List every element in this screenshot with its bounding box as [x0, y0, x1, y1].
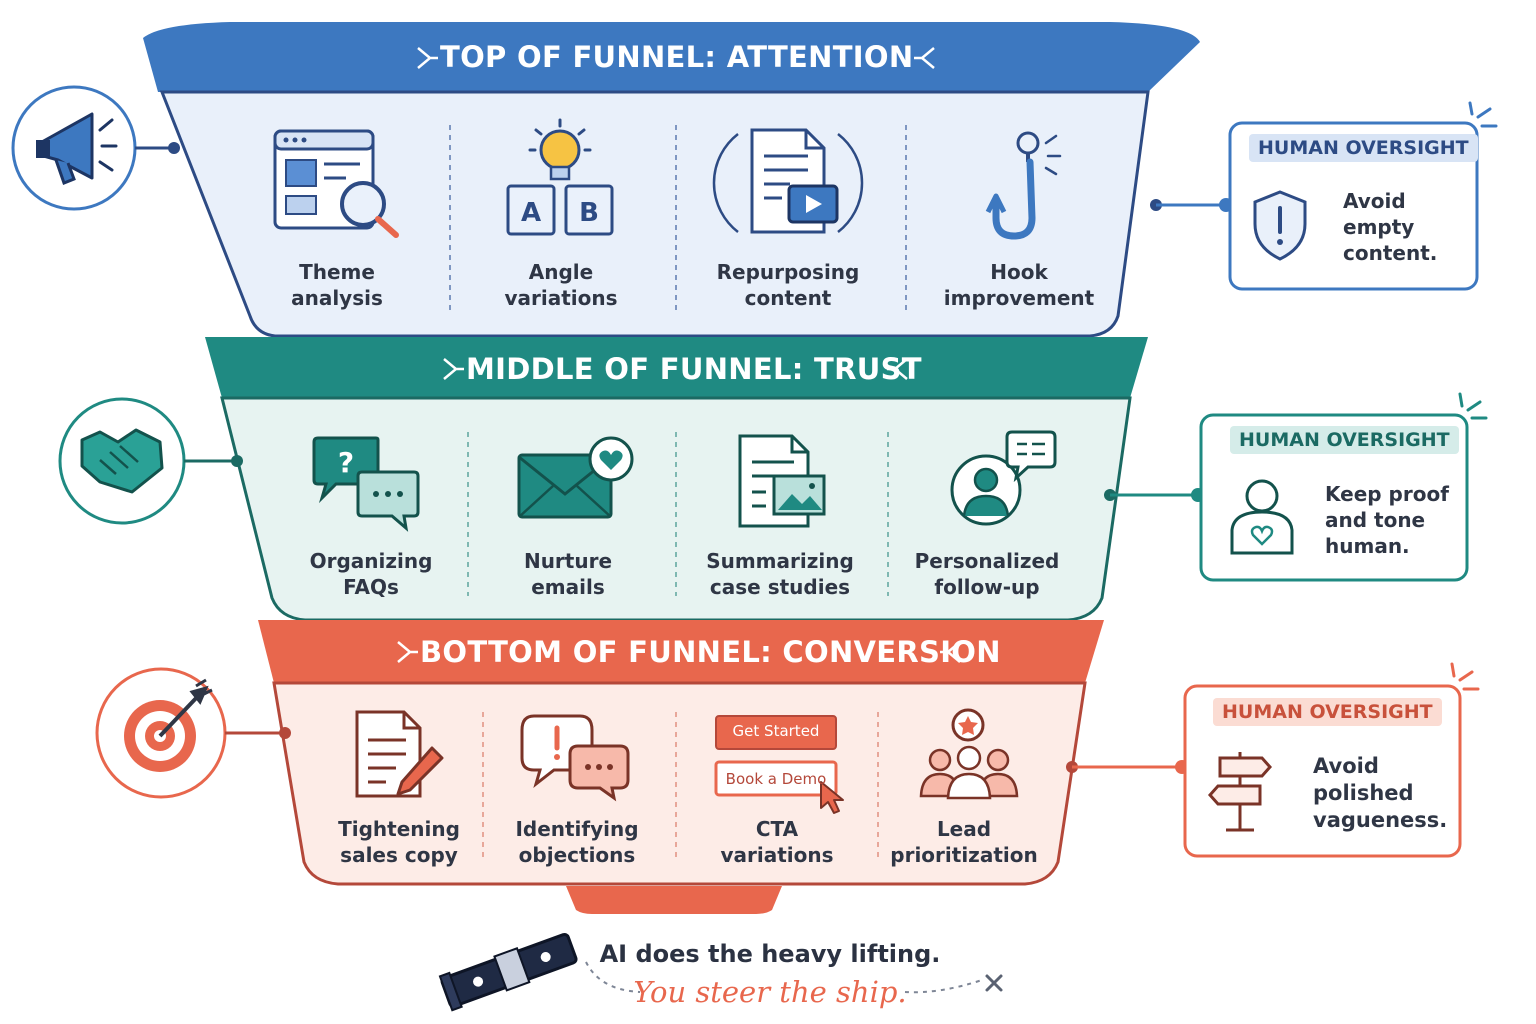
middle-stage-header-band — [205, 337, 1148, 398]
svg-text:?: ? — [338, 446, 354, 479]
oversight-middle-sparks — [1458, 392, 1488, 420]
cta-get-started-button: Get Started — [732, 722, 820, 740]
fishing-hook-icon — [985, 131, 1062, 240]
bottom-stage-header-band — [258, 620, 1104, 683]
oversight-bottom-sparks — [1450, 662, 1480, 691]
people-star-icon — [919, 708, 1019, 800]
document-pencil-icon — [355, 710, 444, 798]
bottom-stage-dividers — [482, 712, 879, 862]
handshake-icon — [58, 397, 243, 525]
signpost-icon — [1207, 752, 1273, 832]
envelope-heart-icon — [517, 436, 634, 519]
document-image-icon — [738, 434, 826, 528]
person-chat-icon — [950, 430, 1057, 526]
svg-text:B: B — [579, 198, 599, 228]
top-stage-dividers — [449, 125, 907, 310]
spyglass-icon — [438, 932, 578, 1012]
oversight-bottom-connector — [1066, 760, 1189, 774]
shield-alert-icon — [1253, 190, 1307, 261]
funnel-spout — [566, 886, 782, 914]
footer-dash-left — [585, 961, 641, 993]
middle-stage-dividers — [467, 432, 889, 596]
cta-buttons-icon — [714, 715, 844, 814]
x-mark-icon — [985, 974, 1003, 992]
cta-book-demo-button: Book a Demo — [725, 770, 827, 788]
megaphone-icon — [11, 85, 180, 211]
lightbulb-ab-icon: A B — [506, 118, 614, 236]
bottom-stage — [258, 620, 1104, 914]
svg-text:A: A — [521, 198, 541, 228]
chat-question-icon: ? — [312, 436, 420, 532]
middle-stage-title: MIDDLE OF FUNNEL: TRUST — [466, 352, 922, 386]
browser-search-icon — [273, 129, 399, 238]
oversight-bottom-tag: HUMAN OVERSIGHT — [1213, 698, 1442, 726]
oversight-top-connector — [1150, 198, 1233, 212]
oversight-middle-tag: HUMAN OVERSIGHT — [1230, 426, 1459, 454]
oversight-top-tag: HUMAN OVERSIGHT — [1249, 134, 1478, 162]
title-chevrons — [397, 47, 961, 663]
footer-slogan: You steer the ship. — [633, 975, 907, 1009]
footer-dash-right — [904, 979, 983, 994]
oversight-top-sparks — [1468, 101, 1498, 128]
bottom-stage-title: BOTTOM OF FUNNEL: CONVERSION — [420, 635, 1001, 669]
footer-tagline: AI does the heavy lifting. — [599, 940, 941, 968]
top-stage-title: TOP OF FUNNEL: ATTENTION — [440, 40, 914, 74]
person-heart-icon — [1230, 479, 1294, 555]
oversight-middle-connector — [1104, 488, 1205, 502]
top-stage-body — [159, 90, 1150, 338]
top-stage-header-band — [143, 22, 1200, 92]
oversight-bottom-box — [1183, 684, 1462, 858]
bottom-stage-body — [272, 681, 1087, 886]
target-arrow-icon — [95, 667, 291, 799]
chat-alert-icon — [520, 714, 630, 802]
document-video-icon — [712, 128, 864, 234]
top-stage — [143, 22, 1200, 338]
